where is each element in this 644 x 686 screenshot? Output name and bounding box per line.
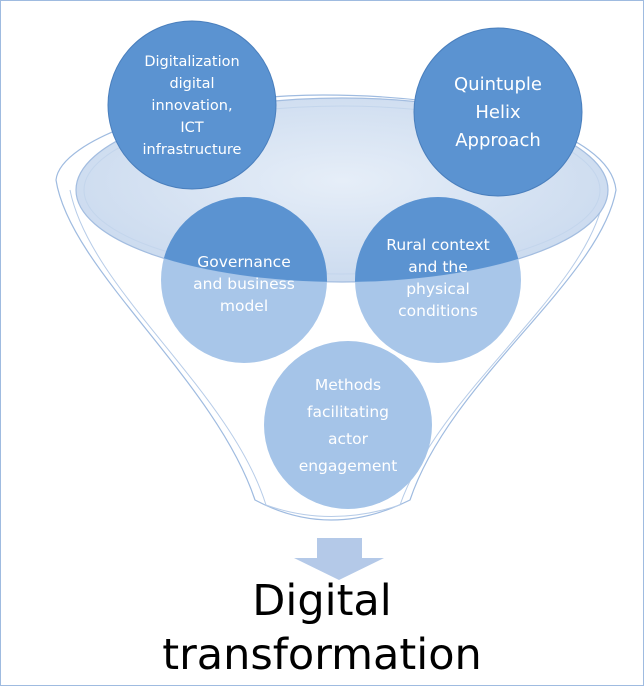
circle-text-line: Helix bbox=[475, 102, 521, 123]
down-arrow-icon bbox=[294, 538, 384, 580]
circle-text-line: Quintuple bbox=[454, 74, 542, 95]
circle-text-line: infrastructure bbox=[142, 142, 242, 158]
circle-methods bbox=[264, 341, 432, 509]
circle-text-line: Digitalization bbox=[144, 54, 240, 70]
circle-text-line: conditions bbox=[398, 302, 478, 320]
result-title-line1: Digital bbox=[252, 576, 392, 626]
circle-methods-text: Methods facilitating actor engagement bbox=[274, 370, 422, 482]
circle-text-line: Rural context bbox=[386, 236, 490, 254]
circle-digitalization bbox=[107, 20, 277, 190]
circle-rural-text: Rural context and the physical condition… bbox=[356, 232, 520, 324]
result-title-line2: transformation bbox=[162, 630, 482, 680]
circle-text-line: model bbox=[219, 297, 269, 315]
circle-quintuple bbox=[413, 27, 583, 197]
circle-text-line: and business bbox=[193, 275, 295, 293]
circle-text-line: innovation, bbox=[151, 98, 233, 114]
circle-quintuple-text: Quintuple Helix Approach bbox=[424, 68, 572, 158]
circle-text-line: and the bbox=[408, 258, 468, 276]
circle-text-line: digital bbox=[169, 76, 215, 92]
funnel-rim-inner bbox=[83, 105, 601, 275]
circle-digitalization-text: Digitalization digital innovation, ICT i… bbox=[118, 50, 266, 162]
circle-text-line: engagement bbox=[298, 457, 398, 475]
funnel-inner-outline bbox=[69, 189, 605, 517]
circle-text-line: facilitating bbox=[306, 403, 390, 421]
circle-governance-text: Governance and business model bbox=[170, 249, 318, 319]
circle-text-line: ICT bbox=[180, 120, 204, 136]
circle-text-line: Methods bbox=[314, 376, 382, 394]
circle-text-line: Approach bbox=[455, 130, 541, 151]
circle-text-line: actor bbox=[328, 430, 368, 448]
circle-text-line: physical bbox=[406, 280, 470, 298]
circle-text-line: Governance bbox=[197, 253, 291, 271]
result-title: Digital transformation bbox=[0, 574, 644, 682]
